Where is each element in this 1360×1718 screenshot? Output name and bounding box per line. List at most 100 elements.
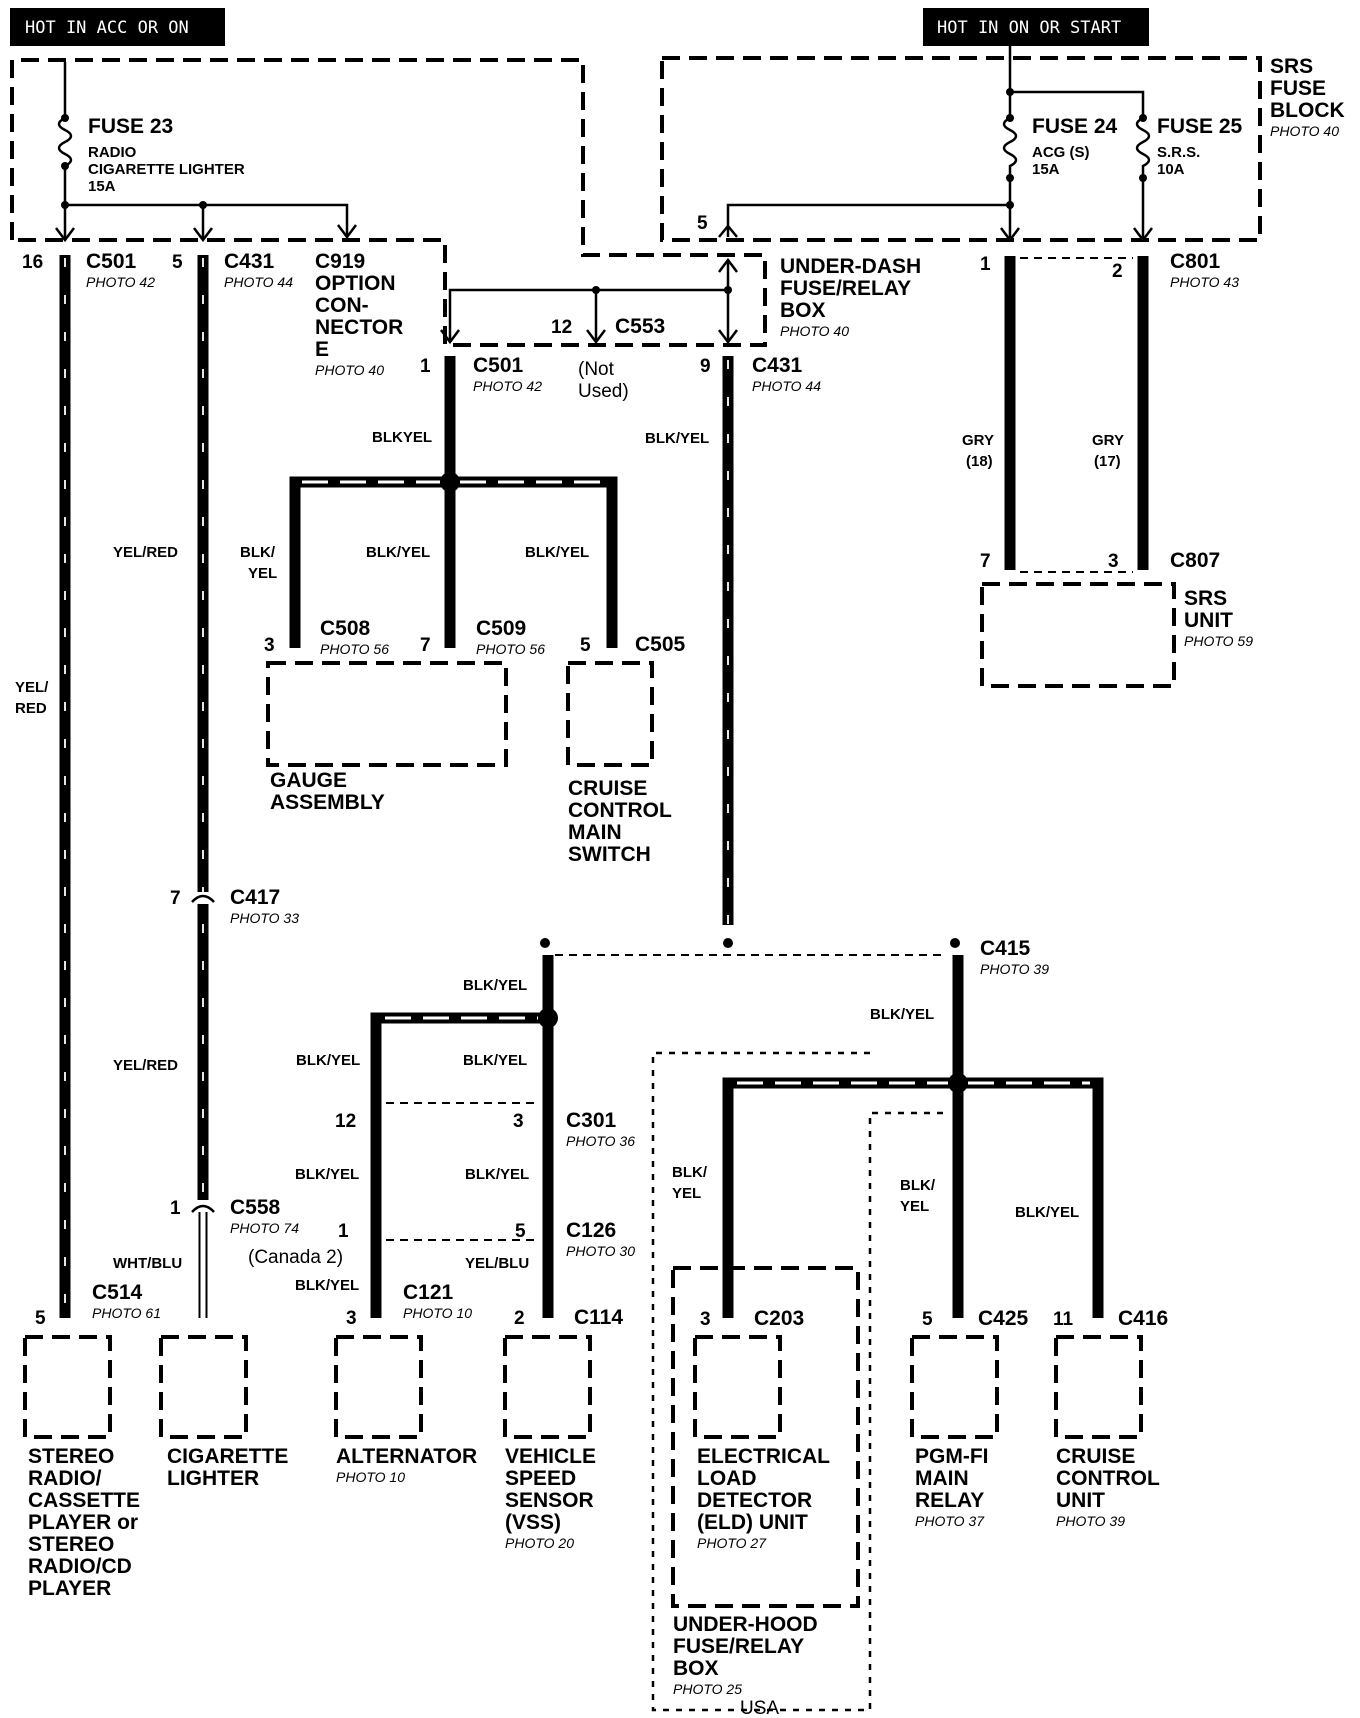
- ccms-line1: CRUISE: [568, 777, 647, 800]
- c431-name: C431: [224, 250, 275, 273]
- c801-pin2: 2: [1112, 261, 1123, 282]
- underdash-photo: PHOTO 40: [780, 323, 849, 339]
- c301-pin1: 12: [335, 1111, 356, 1132]
- vss-photo: PHOTO 20: [505, 1535, 574, 1551]
- ccu-photo: PHOTO 39: [1056, 1513, 1125, 1529]
- wire-label: BLK/: [900, 1177, 936, 1194]
- c919-photo: PHOTO 40: [315, 362, 384, 378]
- underdash-line3: BOX: [780, 299, 826, 322]
- wire-label: BLK/YEL: [463, 1052, 527, 1069]
- connector-arrow: [440, 329, 460, 345]
- splice: [199, 201, 207, 209]
- vss-line3: SENSOR: [505, 1489, 594, 1512]
- c121-pin: 3: [346, 1308, 357, 1329]
- c417-photo: PHOTO 33: [230, 910, 299, 926]
- c801-name: C801: [1170, 250, 1221, 273]
- c126-pin2: 5: [515, 1221, 526, 1242]
- c425-pin: 5: [922, 1309, 933, 1330]
- usa-region-outline: [651, 1051, 948, 1712]
- srs-block-line2: FUSE: [1270, 77, 1326, 100]
- fuse-23-bus: [65, 203, 349, 237]
- wire-label: GRY: [962, 432, 994, 449]
- srs-unit-box: [980, 582, 1176, 688]
- splice: [948, 1073, 968, 1093]
- srs-block-line1: SRS: [1270, 55, 1313, 78]
- wire-label: (18): [966, 453, 993, 470]
- c801-pin1: 1: [980, 254, 991, 275]
- wire-label: YEL/RED: [113, 544, 178, 561]
- c431b-photo: PHOTO 44: [752, 378, 821, 394]
- wire-label: BLK/YEL: [645, 430, 709, 447]
- fuse-23-name: FUSE 23: [88, 115, 173, 138]
- stereo-line4: PLAYER or: [28, 1511, 138, 1534]
- header-start-label: HOT IN ON OR START: [937, 18, 1121, 38]
- ccu-line3: UNIT: [1056, 1489, 1105, 1512]
- pgm-line3: RELAY: [915, 1489, 984, 1512]
- wire-label: BLK/YEL: [295, 1166, 359, 1183]
- connector-arrow: [718, 224, 738, 238]
- eld-line1: ELECTRICAL: [697, 1445, 830, 1468]
- header-acc-tag: [10, 8, 225, 46]
- splice: [1006, 88, 1014, 96]
- wire-blk-yel-alt: [370, 1012, 548, 1318]
- fuse-24-symbol: [1002, 116, 1018, 240]
- underhood-photo: PHOTO 25: [673, 1681, 742, 1697]
- c919-line1: C919: [315, 250, 365, 273]
- fuse-25-line2: 10A: [1157, 161, 1185, 178]
- splice: [61, 201, 69, 209]
- underdash-line1: UNDER-DASH: [780, 255, 921, 278]
- wire-label: BLK/YEL: [1015, 1204, 1079, 1221]
- c415-name: C415: [980, 937, 1031, 960]
- c553-name: C553: [615, 315, 665, 338]
- c415-photo: PHOTO 39: [980, 961, 1049, 977]
- c508-name: C508: [320, 617, 371, 640]
- connector-arrow: [55, 227, 75, 243]
- under-dash-bus: [448, 288, 728, 340]
- c301-photo: PHOTO 36: [566, 1133, 635, 1149]
- wire-label: BLK/: [240, 544, 276, 561]
- fuse-25-terminal: [1139, 114, 1147, 122]
- fuse-25-symbol: [1135, 116, 1151, 240]
- fuse-24-line2: 15A: [1032, 161, 1060, 178]
- c114-pin: 2: [514, 1308, 525, 1329]
- srs-block-photo: PHOTO 40: [1270, 123, 1339, 139]
- c558-symbol: [191, 1204, 215, 1213]
- c203-name: C203: [754, 1307, 804, 1330]
- vss-line2: SPEED: [505, 1467, 576, 1490]
- c416-pin: 11: [1053, 1309, 1074, 1330]
- splice: [440, 472, 460, 492]
- under-dash-feed: [726, 203, 1010, 237]
- ccu-line1: CRUISE: [1056, 1445, 1135, 1468]
- vss-box: [503, 1335, 592, 1439]
- fuse-23-symbol: [57, 62, 73, 240]
- c514-name: C514: [92, 1281, 143, 1304]
- wire-label: GRY: [1092, 432, 1124, 449]
- fuse-23-line2: CIGARETTE LIGHTER: [88, 161, 245, 178]
- gauge-assembly-box: [266, 661, 508, 767]
- c501-pin: 16: [22, 252, 43, 273]
- underhood-line1: UNDER-HOOD: [673, 1613, 818, 1636]
- pgm-line1: PGM-FI: [915, 1445, 989, 1468]
- c553-not-used: (Not: [578, 359, 615, 380]
- c558-name: C558: [230, 1196, 281, 1219]
- ccms-line4: SWITCH: [568, 843, 651, 866]
- connector-arrow: [718, 257, 738, 273]
- fuse-box-outline: [10, 58, 767, 347]
- pgm-photo: PHOTO 37: [915, 1513, 985, 1529]
- srs-block-line3: BLOCK: [1270, 99, 1345, 122]
- c431b-name: C431: [752, 354, 803, 377]
- vss-line1: VEHICLE: [505, 1445, 596, 1468]
- alt-line1: ALTERNATOR: [336, 1445, 477, 1468]
- c807-name: C807: [1170, 549, 1220, 572]
- fuse-25-name: FUSE 25: [1157, 115, 1243, 138]
- c501b-photo: PHOTO 42: [473, 378, 542, 394]
- c501-name: C501: [86, 250, 137, 273]
- wire-label: YEL: [900, 1198, 929, 1215]
- eld-box: [693, 1335, 782, 1439]
- c505-name: C505: [635, 633, 686, 656]
- c514-pin: 5: [35, 1308, 46, 1329]
- c807-pin1: 7: [980, 551, 991, 572]
- connector-arrow: [337, 224, 357, 240]
- wire-label: BLK/YEL: [525, 544, 589, 561]
- srs-unit-photo: PHOTO 59: [1184, 633, 1253, 649]
